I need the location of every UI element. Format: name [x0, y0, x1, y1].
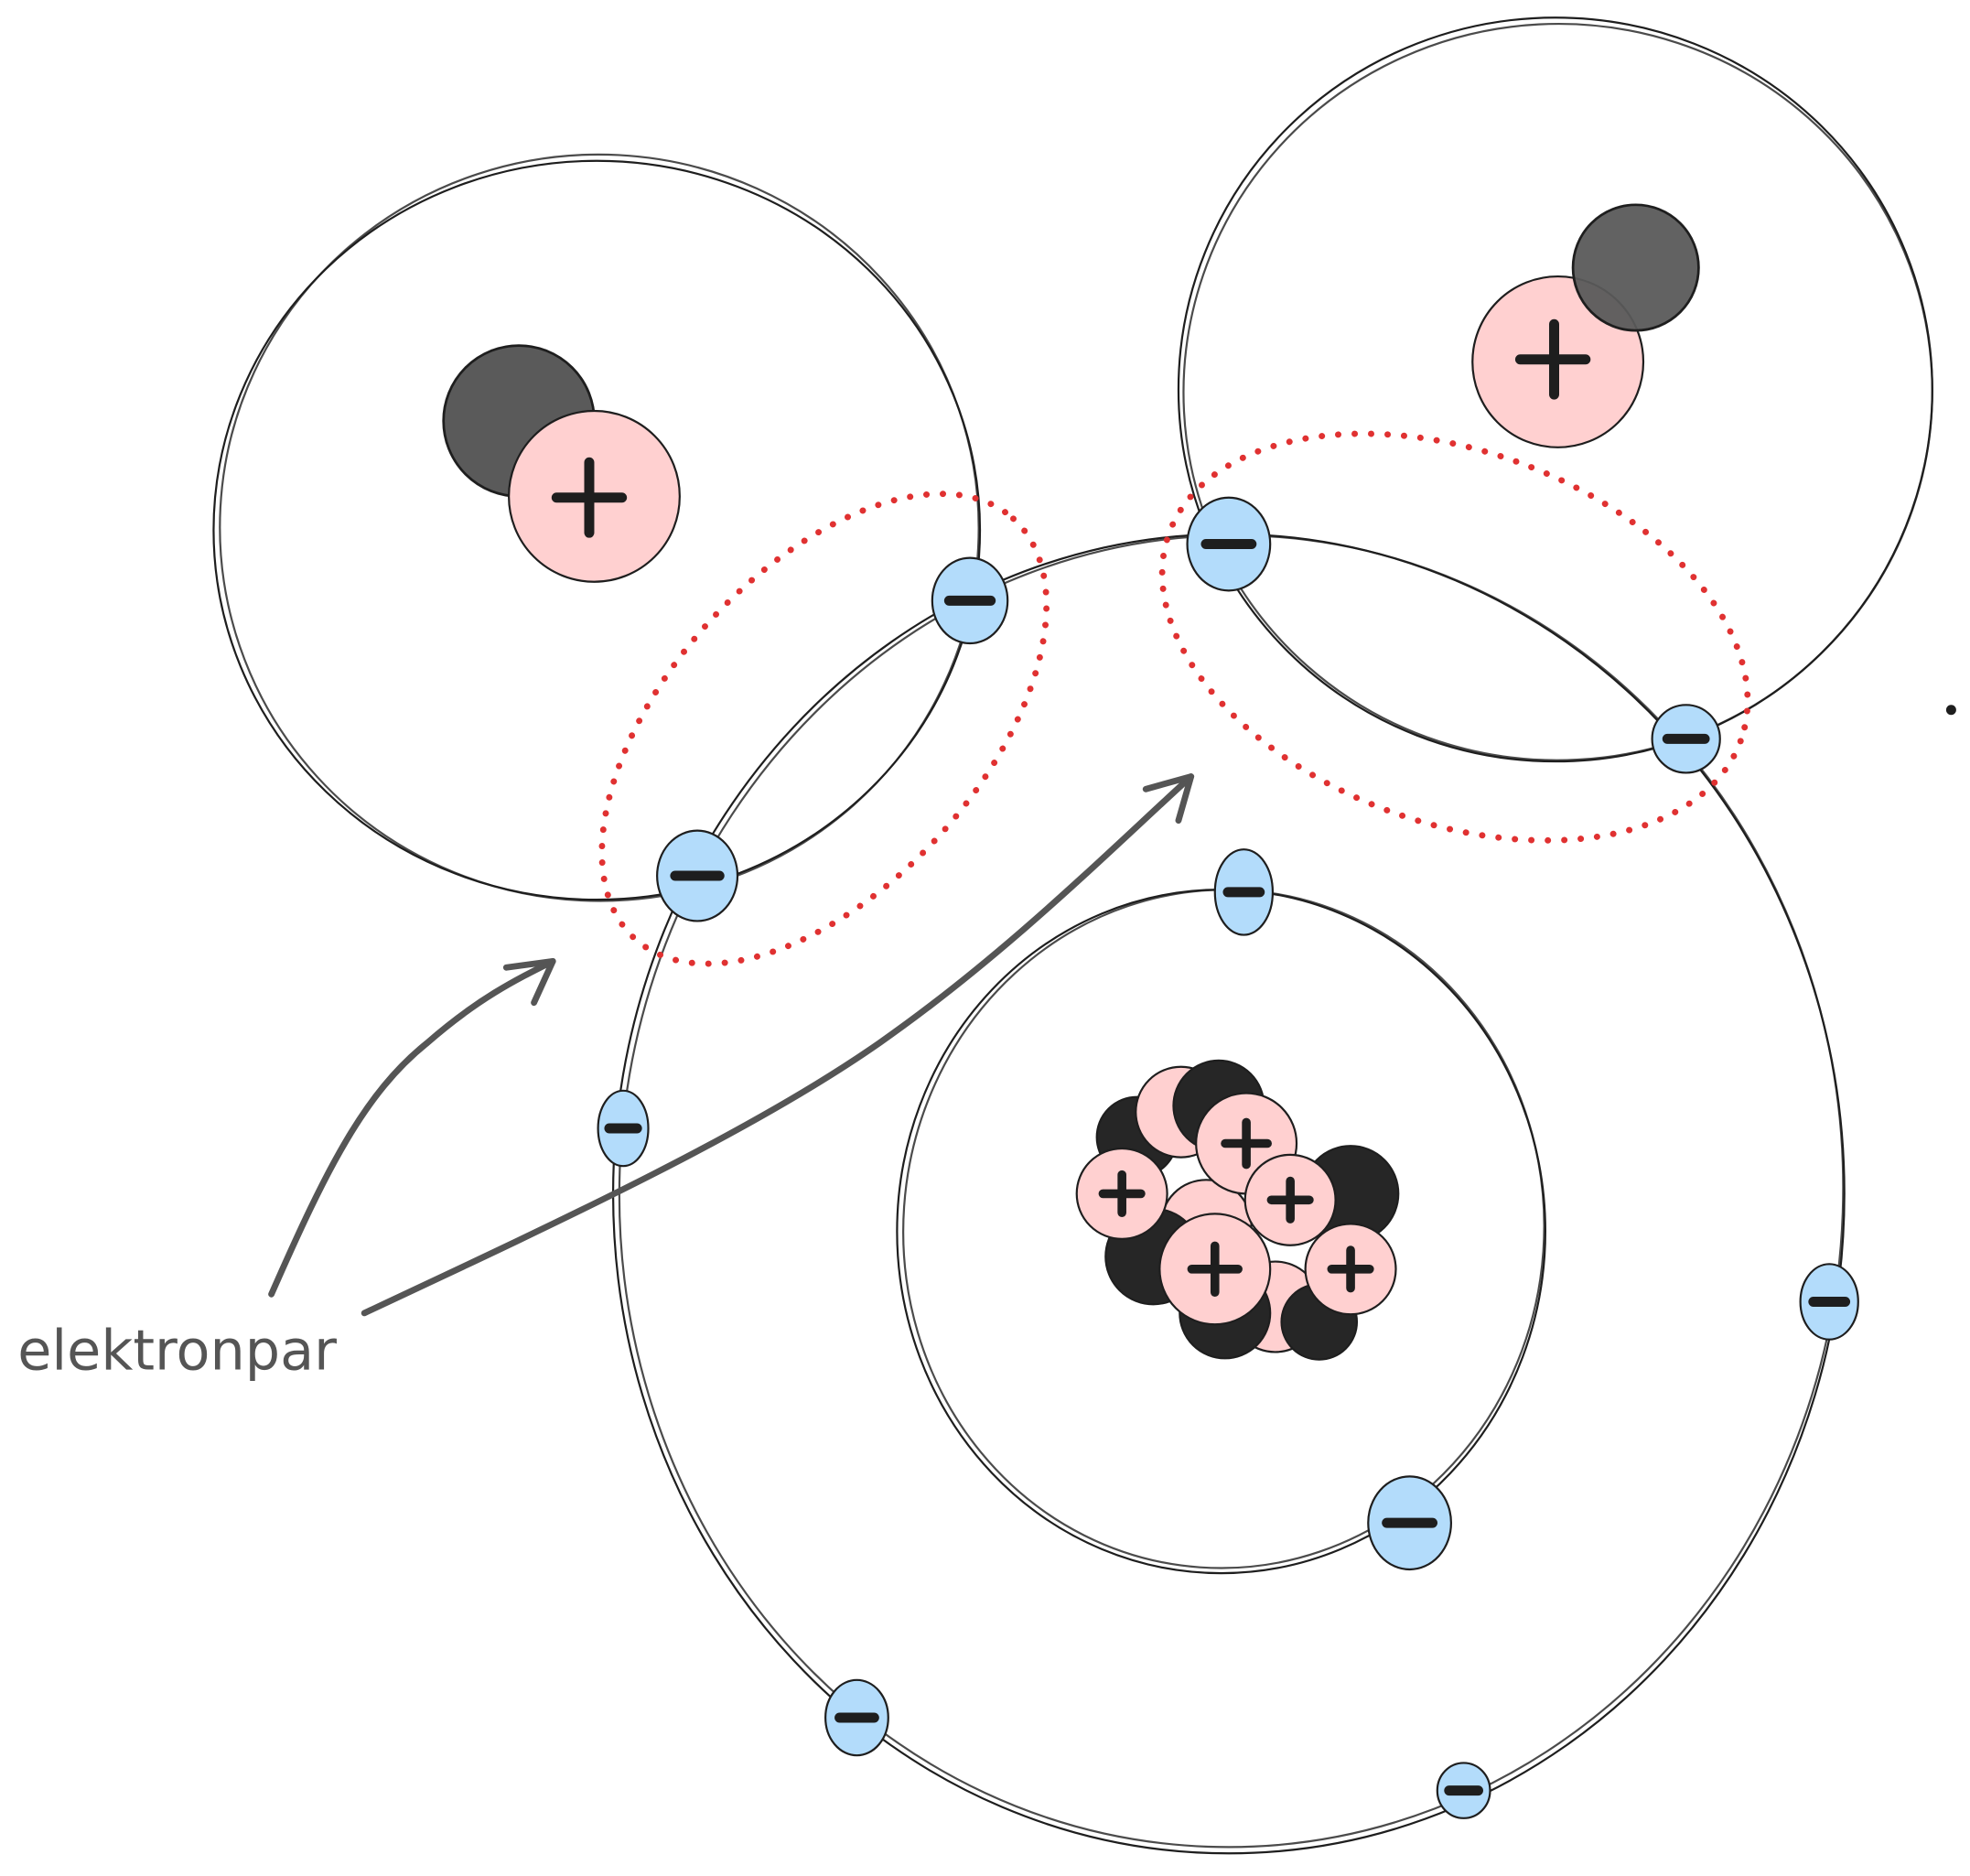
electron: [1186, 496, 1272, 592]
arrow-to-right-pair: [361, 773, 1195, 1317]
plus-icon: [1098, 1170, 1146, 1217]
plus-icon: [1221, 1117, 1272, 1170]
proton: [1075, 1147, 1168, 1240]
electron: [824, 1678, 889, 1757]
electron-pair-right-outline: [1158, 430, 1751, 844]
electron-pair-left-outline: [598, 491, 1050, 967]
electron-pair-label: elektronpar: [17, 1320, 337, 1384]
electrons: [597, 496, 1859, 1819]
proton: [1304, 1223, 1397, 1316]
plus-icon: [1514, 318, 1591, 400]
plus-icon: [1187, 1241, 1243, 1297]
plus-icon: [551, 457, 628, 538]
electron: [656, 829, 739, 922]
hydrogen-right-nucleus: [1471, 203, 1700, 448]
oxygen-nucleus: [1075, 1059, 1400, 1361]
stray-dot: [1945, 705, 1956, 716]
electron: [1436, 1762, 1491, 1819]
plus-icon: [1266, 1176, 1314, 1224]
proton: [1243, 1153, 1337, 1246]
arrow-to-left-pair: [268, 957, 556, 1298]
neutron: [1571, 203, 1700, 332]
electron: [597, 1089, 650, 1168]
hydrogen-left-orbit: [212, 159, 982, 901]
electron: [931, 556, 1009, 645]
electron: [1213, 848, 1275, 936]
electron: [1367, 1475, 1453, 1571]
electron: [1651, 704, 1721, 774]
electron: [1799, 1263, 1859, 1341]
hydrogen-left-nucleus: [442, 344, 681, 583]
proton: [1158, 1213, 1272, 1326]
plus-icon: [1327, 1245, 1374, 1293]
